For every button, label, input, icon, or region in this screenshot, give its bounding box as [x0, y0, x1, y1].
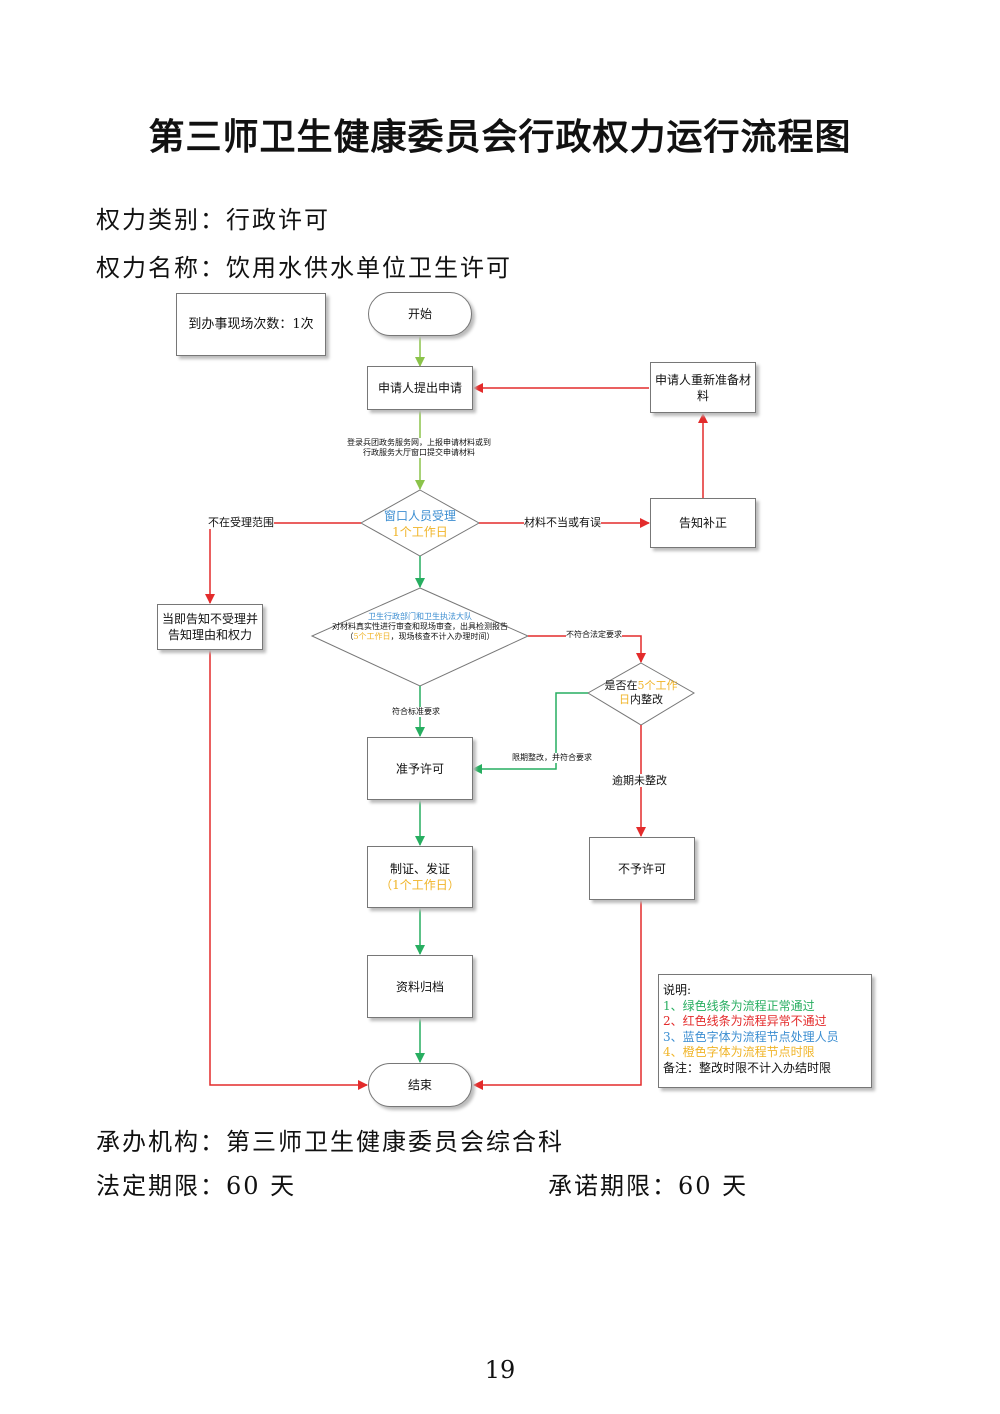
promise-limit: 承诺期限：60 天 — [548, 1166, 748, 1201]
review-text: 卫生行政部门和卫生执法大队 对材料真实性进行审查和现场审查，出具检测报告（5个工… — [332, 612, 508, 642]
apply-node: 申请人提出申请 — [367, 366, 473, 410]
edge-label-out-of-scope: 不在受理范围 — [208, 516, 274, 529]
handling-org-value: 第三师卫生健康委员会综合科 — [226, 1128, 564, 1156]
legend-item-orange: 4、橙色字体为流程节点时限 — [663, 1045, 815, 1060]
end-node: 结束 — [368, 1063, 472, 1107]
edge-reject-end — [209, 650, 368, 1090]
power-category-value: 行政许可 — [226, 206, 330, 234]
window-accept-role: 窗口人员受理 — [383, 509, 456, 523]
notify-fix-node: 告知补正 — [650, 498, 756, 548]
legend-item-blue: 3、蓝色字体为流程节点处理人员 — [663, 1029, 839, 1044]
grant-node: 准予许可 — [367, 737, 473, 800]
start-node: 开始 — [368, 292, 472, 336]
edge-label-submit: 登录兵团政务服务网，上报申请材料或到行政服务大厅窗口提交申请材料 — [344, 438, 494, 458]
page-number: 19 — [484, 1356, 516, 1384]
edge-label-meets-standard: 符合标准要求 — [392, 707, 440, 717]
edge-label-materials-wrong: 材料不当或有误 — [524, 516, 601, 529]
window-accept-text: 窗口人员受理 1个工作日 — [376, 508, 464, 540]
review-text-1: 对材料真实性进行审查和现场审查，出具检测报告（ — [332, 622, 508, 641]
handling-org: 承办机构：第三师卫生健康委员会综合科 — [96, 1122, 564, 1157]
archive-node: 资料归档 — [367, 955, 473, 1018]
legal-limit-label: 法定期限： — [96, 1172, 226, 1200]
edge-label-rectified: 限期整改，并符合要求 — [512, 753, 592, 763]
power-name: 权力名称：饮用水供水单位卫生许可 — [96, 248, 512, 283]
page-title: 第三师卫生健康委员会行政权力运行流程图 — [148, 116, 852, 158]
legend-title: 说明: — [663, 983, 692, 997]
issue-node: 制证、发证 （1个工作日） — [367, 846, 473, 908]
edge-label-not-legal: 不符合法定要求 — [566, 630, 622, 640]
edge-review-not-legal — [528, 635, 646, 663]
issue-time: （1个工作日） — [380, 878, 460, 892]
edge-label-overdue: 逾期未整改 — [612, 774, 667, 787]
legend-item-green: 1、绿色线条为流程正常通过 — [663, 998, 815, 1013]
reprepare-node: 申请人重新准备材料 — [650, 362, 756, 413]
issue-label: 制证、发证 — [389, 862, 450, 876]
rectify-text-1: 是否在 — [604, 679, 638, 692]
power-category: 权力类别：行政许可 — [96, 200, 330, 235]
power-name-label: 权力名称： — [96, 254, 226, 282]
legend-item-red: 2、红色线条为流程异常不通过 — [663, 1014, 827, 1029]
review-text-2: ，现场核查不计入办理时间） — [390, 632, 495, 641]
handling-org-label: 承办机构： — [96, 1128, 226, 1156]
edge-rectify-grant — [472, 692, 588, 774]
window-accept-time: 1个工作日 — [392, 525, 448, 539]
reject-notice-node: 当即告知不受理并告知理由和权力 — [157, 604, 263, 650]
rectify-text-2: 内整改 — [630, 693, 663, 706]
promise-limit-label: 承诺期限： — [548, 1172, 678, 1200]
edge-window-out-of-scope — [205, 522, 361, 604]
legal-limit: 法定期限：60 天 — [96, 1166, 296, 1201]
review-body: 对材料真实性进行审查和现场审查，出具检测报告（5个工作日，现场核查不计入办理时间… — [332, 622, 508, 642]
rectify-text: 是否在5个工作日内整改 — [604, 679, 678, 707]
review-time: 5个工作日 — [353, 632, 391, 641]
power-category-label: 权力类别： — [96, 206, 226, 234]
deny-node: 不予许可 — [589, 837, 695, 900]
legend-note: 备注：整改时限不计入办结时限 — [663, 1060, 832, 1075]
review-role: 卫生行政部门和卫生执法大队 — [368, 612, 472, 621]
power-name-value: 饮用水供水单位卫生许可 — [226, 254, 512, 282]
rectify-time: 5个工作日 — [619, 679, 678, 706]
visits-count-box: 到办事现场次数：1次 — [176, 293, 326, 356]
legend-box: 说明: 1、绿色线条为流程正常通过 2、红色线条为流程异常不通过 3、蓝色字体为… — [658, 974, 872, 1088]
promise-limit-value: 60 天 — [678, 1172, 749, 1200]
edge-deny-end — [473, 900, 642, 1090]
legal-limit-value: 60 天 — [226, 1172, 297, 1200]
